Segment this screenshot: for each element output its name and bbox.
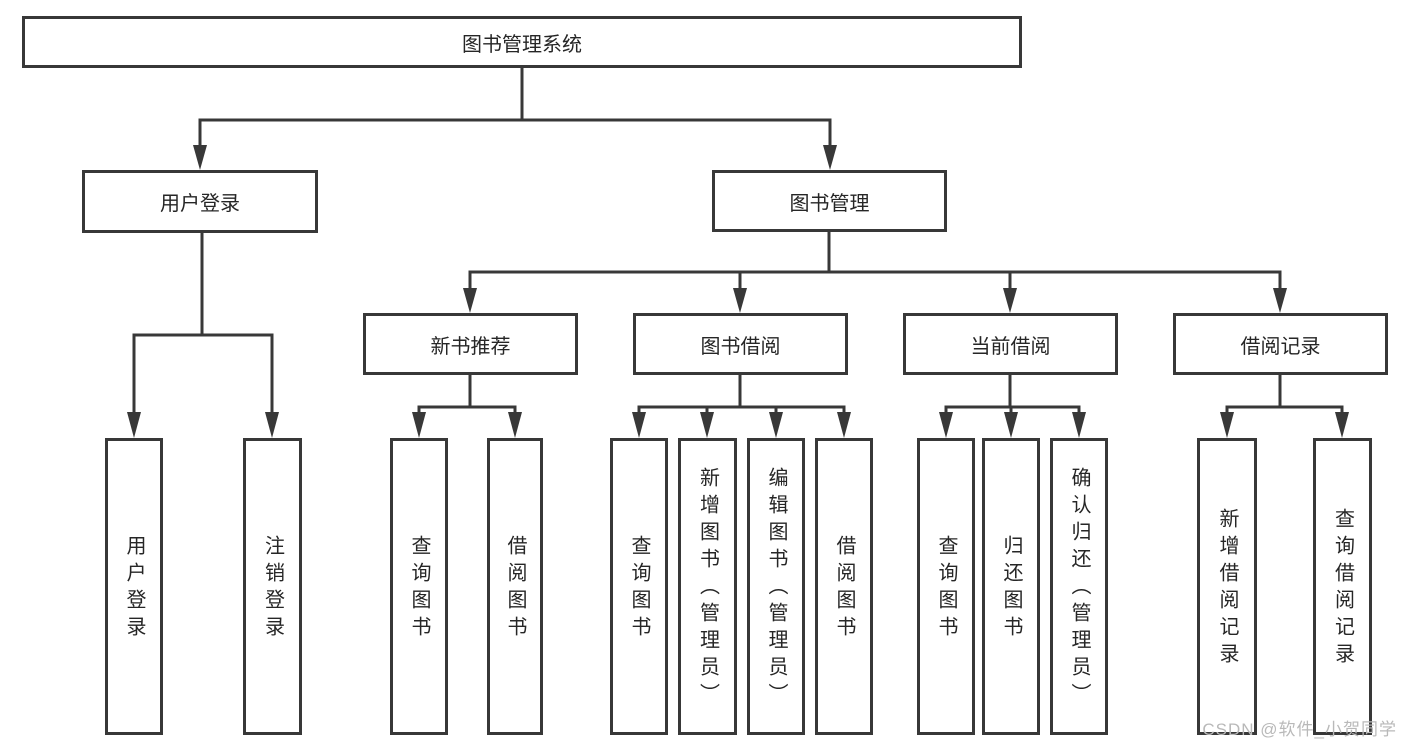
leaf-recommend-borrow-books-label: 借阅图书 [504,534,526,643]
node-book-management-label: 图书管理 [789,192,870,215]
node-root: 图书管理系统 [22,16,1022,68]
leaf-edit-book-admin-label: 编辑图书（管理员） [765,467,787,710]
node-current-borrowing: 当前借阅 [903,313,1118,375]
leaf-borrowing-borrow-books-label: 借阅图书 [833,534,855,643]
node-borrowing-records-label: 借阅记录 [1240,335,1321,358]
leaf-user-login: 用户登录 [105,438,163,735]
leaf-user-login-label: 用户登录 [123,534,145,643]
leaf-current-query-books: 查询图书 [917,438,975,735]
leaf-confirm-return-admin-label: 确认归还（管理员） [1068,467,1090,710]
leaf-return-books-label: 归还图书 [1000,534,1022,643]
leaf-logout-label: 注销登录 [261,534,284,643]
node-user-login-label: 用户登录 [160,193,240,215]
leaf-add-book-admin-label: 新增图书（管理员） [696,467,719,710]
leaf-add-book-admin: 新增图书（管理员） [678,438,737,735]
leaf-borrowing-query-books: 查询图书 [610,438,668,735]
leaf-query-borrow-record: 查询借阅记录 [1313,438,1372,735]
leaf-borrowing-query-books-label: 查询图书 [628,534,650,643]
node-book-management: 图书管理 [712,170,947,232]
node-borrowing-records: 借阅记录 [1173,313,1388,375]
leaf-recommend-query-books: 查询图书 [390,438,448,735]
leaf-borrowing-borrow-books: 借阅图书 [815,438,873,735]
leaf-current-query-books-label: 查询图书 [935,534,957,643]
leaf-logout: 注销登录 [243,438,302,735]
node-book-borrowing: 图书借阅 [633,313,848,375]
leaf-recommend-query-books-label: 查询图书 [408,534,430,643]
node-current-borrowing-label: 当前借阅 [970,335,1051,358]
leaf-add-borrow-record-label: 新增借阅记录 [1216,507,1238,670]
leaf-add-borrow-record: 新增借阅记录 [1197,438,1257,735]
leaf-return-books: 归还图书 [982,438,1040,735]
csdn-watermark: CSDN @软件_小贺同学 [1202,720,1397,739]
leaf-edit-book-admin: 编辑图书（管理员） [747,438,805,735]
node-new-book-recommend: 新书推荐 [363,313,578,375]
leaf-query-borrow-record-label: 查询借阅记录 [1331,507,1354,670]
node-user-login: 用户登录 [82,170,318,233]
node-root-label: 图书管理系统 [462,33,582,56]
leaf-recommend-borrow-books: 借阅图书 [487,438,543,735]
node-new-book-recommend-label: 新书推荐 [430,335,511,358]
leaf-confirm-return-admin: 确认归还（管理员） [1050,438,1108,735]
node-book-borrowing-label: 图书借阅 [700,335,781,358]
